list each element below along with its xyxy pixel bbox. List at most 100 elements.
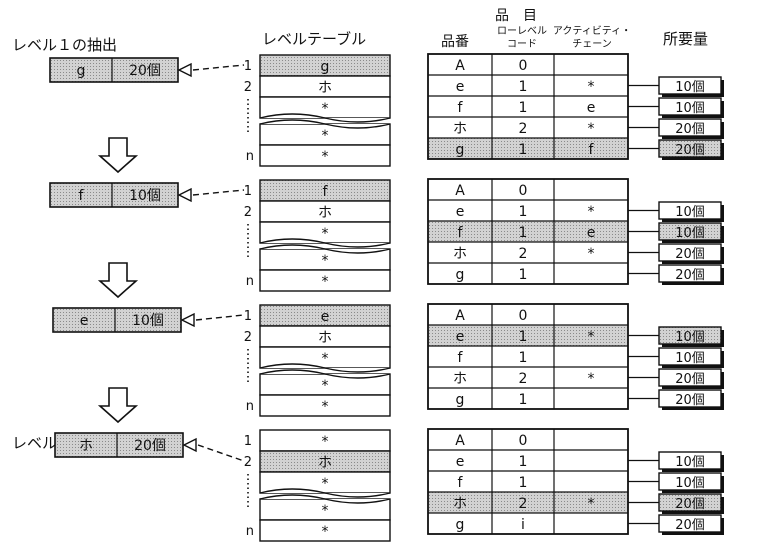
item-table-row [428,471,628,492]
break-wave [259,244,391,254]
level-table-cell: g [321,59,330,75]
level-table-cell: * [322,434,329,450]
item-cell-code: 1 [519,142,528,158]
item-cell-item: A [455,433,465,449]
item-cell-code: 2 [519,371,528,387]
qty-box [658,118,722,137]
break-wave [259,488,391,498]
level-table-row [259,519,391,542]
index-label-first: 1 [244,434,252,449]
item-cell-item: A [455,58,465,74]
level-table-cell: ホ [318,80,332,96]
qty-box [658,201,722,220]
level-table-cell: ホ [318,205,332,221]
index-label-last: n [246,274,254,289]
level-table-cell: * [322,101,329,117]
qty-value: 10個 [675,455,705,470]
item-table-row [428,242,628,263]
index-label-first: 1 [244,309,252,324]
item-cell-chain: e [587,225,596,241]
item-cell-code: 2 [519,246,528,262]
index-label-second: 2 [244,80,252,95]
item-cell-item: f [458,350,464,366]
item-cell-code: 2 [519,496,528,512]
item-cell-chain: e [587,100,596,116]
qty-box [658,326,722,345]
qty-box [658,514,722,533]
qty-value: 10個 [675,330,705,345]
level-table-cell: f [323,184,329,200]
break-wave [259,369,391,379]
item-table-row [428,96,628,117]
item-table-row [428,200,628,221]
qty-value: 20個 [675,268,705,283]
qty-value: 20個 [675,393,705,408]
qty-box [658,97,722,116]
low-level-code-heading-1: ローレベル [497,25,547,37]
down-arrow-icon [97,262,139,299]
extract-qty: 10個 [132,313,164,329]
level-table-cell: * [322,378,329,394]
item-table-row [428,513,628,534]
item-table-row [428,304,628,325]
item-cell-chain: * [588,371,595,387]
level-table-cell: * [322,503,329,519]
level-table-cell: * [322,253,329,269]
qty-value: 10個 [675,226,705,241]
extract-box: g 20個 [49,57,179,83]
item-table-row [428,179,628,200]
index-label-first: 1 [244,184,252,199]
level-table: gホ*** [259,54,391,167]
qty-box [658,264,722,283]
qty-value: 20個 [675,143,705,158]
qty-value: 10個 [675,101,705,116]
extract-item: g [77,63,86,79]
item-cell-item: g [456,267,465,283]
item-cell-code: i [521,517,525,533]
level1-heading: レベル１の抽出 [12,36,117,54]
item-cell-item: f [458,100,464,116]
item-table-row [428,221,628,242]
level-table-cell: * [322,351,329,367]
item-cell-item: ホ [453,371,467,387]
item-cell-item: ホ [453,121,467,137]
qty-value: 20個 [675,372,705,387]
item-cell-code: 1 [519,392,528,408]
level-table-cell: * [322,476,329,492]
down-arrow-icon [97,387,139,424]
qty-box [658,368,722,387]
low-level-code-heading-2: コード [507,39,537,50]
extract-qty: 20個 [129,63,161,79]
level-table-heading: レベルテーブル [262,30,366,48]
item-cell-item: g [456,517,465,533]
qty-value: 20個 [675,518,705,533]
item-cell-code: 0 [519,58,528,74]
item-cell-code: 1 [519,79,528,95]
item-cell-chain: * [588,496,595,512]
level-table-cell: * [322,524,329,540]
break-wave [259,494,391,504]
level-table-cell: ホ [318,330,332,346]
index-label-second: 2 [244,205,252,220]
item-cell-item: ホ [453,246,467,262]
index-label-last: n [246,149,254,164]
item-table-row [428,325,628,346]
break-wave [259,363,391,373]
item-table-row [428,75,628,96]
pointer-arrow-icon [177,62,192,78]
item-table-row [428,450,628,471]
break-wave [259,113,391,123]
dashed-pointer-line [197,444,245,462]
qty-value: 10個 [675,351,705,366]
item-cell-item: f [458,475,464,491]
item-cell-code: 1 [519,225,528,241]
item-cell-item: A [455,183,465,199]
